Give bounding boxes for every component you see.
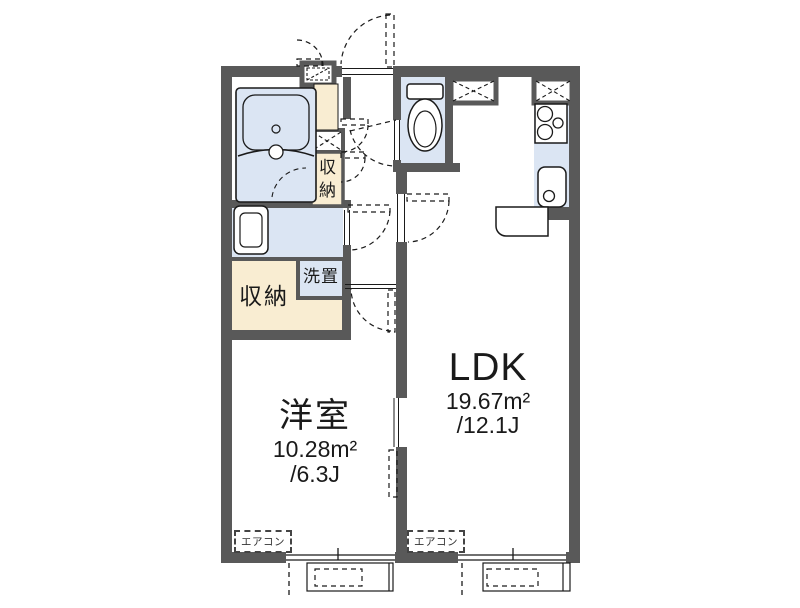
wall-divider-mid: [396, 242, 407, 398]
terrace-youshitsu: [306, 562, 394, 592]
wall-bottom-right: [566, 552, 580, 563]
kitchen-sink-drain: [542, 189, 556, 203]
vanity-sink: [233, 205, 269, 255]
wall-kitchen-stub: [548, 207, 569, 220]
windows: [286, 548, 566, 563]
laundry-label: 洗置: [303, 267, 339, 286]
washroom-door-frame: [344, 210, 350, 245]
pipe-space-3-x: [312, 131, 342, 151]
entrance-threshold: [342, 68, 393, 75]
kitchen-counter: [495, 206, 549, 237]
window-ldk-gap: [458, 552, 566, 563]
hall-closet-door-arc-2: [340, 157, 366, 183]
stove-burner-3: [536, 123, 554, 141]
toilet-door-frame: [394, 120, 400, 160]
wall-top-left: [221, 66, 342, 77]
meter-box-mark: [306, 67, 330, 81]
youshitsu-door-leaf: [387, 289, 396, 333]
meter-box-door-arc: [296, 39, 324, 67]
terrace-ldk-mat: [486, 568, 539, 587]
wall-right: [569, 66, 580, 563]
window-youshitsu: [286, 548, 395, 561]
hall-closet-label: 収納: [319, 158, 336, 200]
kitchen: [495, 103, 568, 237]
hall-closet-door-leaf-1: [340, 118, 369, 126]
stove-burner-1: [536, 105, 554, 123]
wall-bath-bottom: [221, 200, 351, 208]
youshitsu-title: 洋室: [279, 397, 351, 435]
wall-toilet-left-upper: [393, 77, 401, 120]
toilet-door-open: [349, 119, 397, 132]
terrace-ldk: [482, 562, 571, 592]
wall-divider-bottom: [396, 447, 407, 563]
laundry-box: [296, 257, 346, 300]
wall-service-bottom: [221, 331, 351, 340]
sliding-door-leaf: [388, 449, 398, 498]
terraces: [288, 562, 571, 597]
wall-hall-left-upper: [343, 77, 351, 119]
window-youshitsu-gap: [286, 552, 395, 563]
wall-toilet-right: [445, 77, 453, 167]
youshitsu-area-jo: /6.3J: [290, 461, 340, 487]
toilet-bowl: [407, 98, 443, 152]
wall-bottom-center: [395, 552, 458, 563]
bathtub-drain: [271, 124, 281, 134]
bath-faucet: [268, 144, 284, 160]
pipe-space-2: [531, 76, 575, 106]
washroom-door-leaf: [347, 204, 391, 213]
wall-top-right: [393, 66, 580, 77]
ldk-title: LDK: [448, 346, 528, 389]
entrance-door-leaf: [385, 13, 395, 68]
room-closet-label: 収納: [239, 283, 289, 309]
wall-bottom-left: [221, 552, 286, 563]
washroom-door-arc: [349, 210, 391, 251]
x-box-diagonals: [306, 67, 571, 151]
wall-divider-top: [396, 172, 407, 194]
terrace-youshitsu-mat: [314, 568, 363, 587]
ldk-area-jo: /12.1J: [456, 412, 520, 438]
walls: [221, 66, 580, 563]
entrance-door-arc: [340, 14, 391, 65]
stove-burner-2: [552, 117, 564, 129]
door-swings: [296, 13, 450, 498]
ldk-door-leaf: [406, 193, 450, 202]
wall-toilet-bottom: [393, 163, 460, 172]
meter-box-door-leaf: [296, 58, 323, 67]
shoe-cabinet: [313, 83, 339, 131]
toilet-tank: [406, 83, 444, 100]
sliding-door-frame: [393, 398, 399, 447]
aircon-box-youshitsu: エアコン: [234, 530, 292, 553]
kitchen-sink: [537, 166, 567, 208]
ldk-door-frame: [397, 194, 405, 242]
vanity-bowl: [239, 212, 263, 248]
toilet-door-arc: [349, 129, 396, 167]
window-ldk: [458, 548, 566, 561]
washroom: [233, 205, 269, 255]
youshitsu-area-m2: 10.28m²: [272, 436, 358, 462]
aircon-box-ldk: エアコン: [407, 530, 465, 553]
youshitsu-door-arc: [350, 288, 392, 332]
ldk-door-arc: [407, 200, 450, 243]
wall-left: [221, 66, 232, 563]
ldk-area-m2: 19.67m²: [445, 388, 531, 414]
toilet-bowl-inner: [413, 110, 437, 148]
bathroom: [235, 87, 317, 203]
door-frames: [342, 68, 405, 447]
pipe-space-1-x: [452, 80, 495, 102]
youshitsu-door-frame: [345, 284, 396, 289]
toilet: [406, 83, 444, 152]
